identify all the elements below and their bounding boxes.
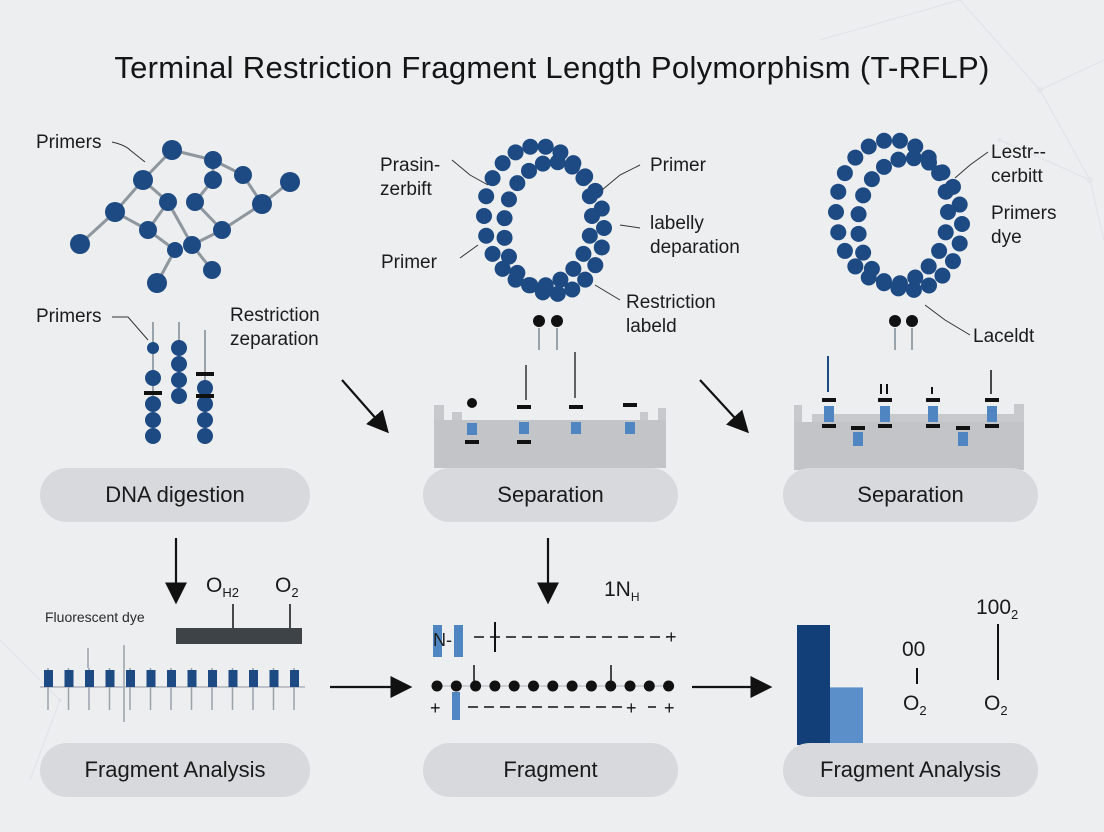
pill-separation-2: Separation <box>783 468 1038 522</box>
label-labelly-deparation: labelly deparation <box>650 213 740 258</box>
arrow-diag-2 <box>699 379 749 434</box>
label-lestr-cerbitt: Lestr-- cerbitt <box>991 142 1046 187</box>
label-o2-left: O2 <box>903 692 927 719</box>
label-100-2: 1002 <box>976 596 1019 623</box>
arrow-diag-1 <box>341 379 389 434</box>
svg-text:+: + <box>664 698 675 718</box>
network-beads <box>70 140 300 293</box>
label-restriction-zeparation: Restriction zeparation <box>230 305 320 350</box>
pill-fragment-analysis-2: Fragment Analysis <box>783 743 1038 797</box>
label-primer-left: Primer <box>381 252 437 273</box>
pill-fragment-analysis-1: Fragment Analysis <box>40 743 310 797</box>
label-primers-dye: Primers dye <box>991 203 1057 248</box>
label-00: 00 <box>902 638 926 661</box>
pill-dna-digestion: DNA digestion <box>40 468 310 522</box>
label-primer-right: Primer <box>650 155 706 176</box>
label-fluorescent-dye: Fluorescent dye <box>45 609 145 625</box>
svg-text:+: + <box>666 627 677 647</box>
chart-bar-1 <box>797 625 830 745</box>
label-o2-right: O2 <box>984 692 1008 719</box>
label-restriction-labeld: Restriction labeld <box>626 292 716 337</box>
label-prasin-zerbift: Prasin- zerbift <box>380 155 441 200</box>
label-primers-top: Primers <box>36 132 102 153</box>
svg-text:+: + <box>430 698 441 718</box>
label-n-dash: N- <box>433 630 452 650</box>
label-laceldt: Laceldt <box>973 326 1035 347</box>
chart-bar-2 <box>830 687 863 745</box>
pill-fragment: Fragment <box>423 743 678 797</box>
label-1n-h: 1NH <box>604 578 640 605</box>
label-o2-top: O2 <box>275 574 299 601</box>
pill-separation-1: Separation <box>423 468 678 522</box>
page-title: Terminal Restriction Fragment Length Pol… <box>114 50 990 85</box>
label-o-h2: OH2 <box>206 574 239 601</box>
svg-text:+: + <box>626 698 637 718</box>
dye-bar <box>176 628 302 644</box>
label-primers-mid: Primers <box>36 306 102 327</box>
